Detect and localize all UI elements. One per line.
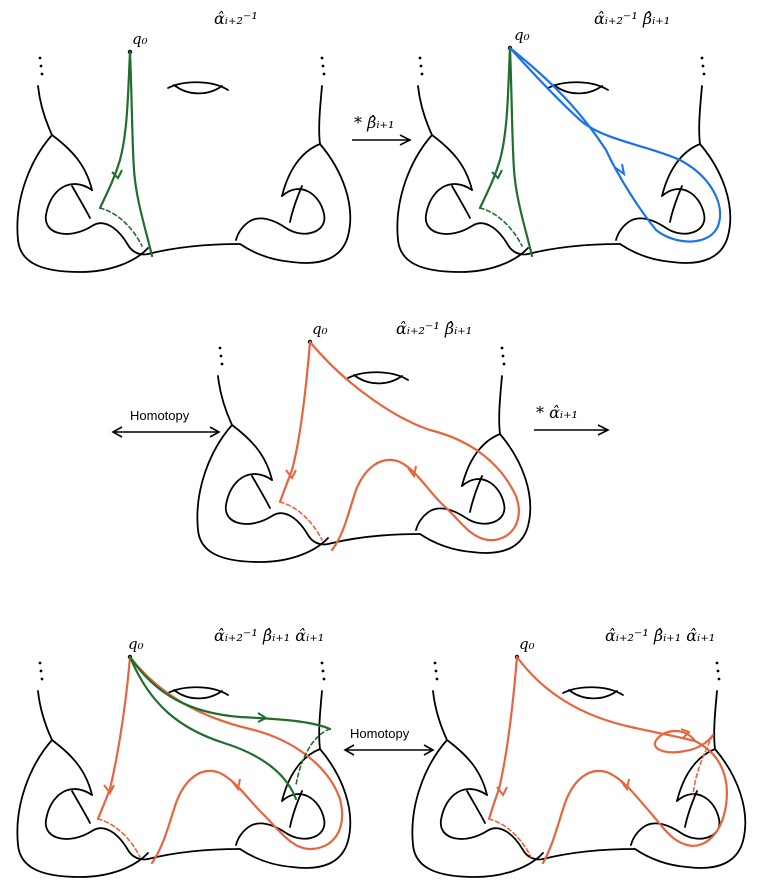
homotopy-label: Homotopy: [350, 726, 410, 741]
arrow-right-icon: [597, 424, 610, 436]
word-label: α̂ᵢ₊₂⁻¹ β̂ᵢ₊₁: [594, 9, 670, 28]
word-label: α̂ᵢ₊₂⁻¹ β̂ᵢ₊₁ α̂ᵢ₊₁: [605, 626, 715, 645]
orange-path-hidden: [97, 818, 141, 858]
orange-path-main: [515, 655, 728, 865]
homotopy-label: Homotopy: [130, 408, 190, 423]
arrowhead-icon: [491, 169, 503, 180]
panel-2: q₀ α̂ᵢ₊₂⁻¹ β̂ᵢ₊₁: [396, 9, 732, 273]
panel-3: q₀ α̂ᵢ₊₂⁻¹ β̂ᵢ₊₁: [196, 319, 532, 563]
orange-path-loop: [653, 729, 715, 754]
arrowhead-icon: [257, 712, 269, 723]
arrow-homotopy-bottom: Homotopy: [343, 726, 435, 756]
arrowhead-icon: [111, 169, 123, 180]
arrow-right-icon: [423, 744, 435, 756]
orange-path-hidden: [488, 818, 532, 858]
arrowhead-icon: [407, 465, 417, 479]
green-path-return: [128, 50, 154, 258]
blue-path: [508, 46, 722, 243]
arrowhead-icon: [496, 786, 508, 797]
green-path-hidden: [479, 207, 523, 247]
arrowhead-icon: [231, 778, 241, 792]
orange-path-hidden-top: [692, 734, 714, 796]
basepoint-label: q₀: [514, 26, 530, 44]
orange-path: [96, 655, 132, 821]
orange-path: [487, 655, 519, 821]
panel-5: q₀ α̂ᵢ₊₂⁻¹ β̂ᵢ₊₁ α̂ᵢ₊₁: [411, 626, 747, 878]
basepoint-label: q₀: [132, 30, 148, 48]
green-path-return: [128, 655, 298, 801]
orange-path-hidden: [279, 501, 323, 541]
arrow-star-beta-label: * β̂ᵢ₊₁: [354, 113, 394, 132]
orange-path-main: [128, 655, 344, 865]
green-path: [98, 50, 132, 210]
basepoint-label: q₀: [519, 635, 535, 653]
basepoint-label: q₀: [312, 320, 328, 338]
basepoint-label: q₀: [128, 635, 144, 653]
arrow-left-icon: [111, 426, 123, 438]
arrow-star-alpha: * α̂ᵢ₊₁: [534, 403, 610, 436]
arrow-right-icon: [209, 426, 221, 438]
word-label: α̂ᵢ₊₂⁻¹ β̂ᵢ₊₁ α̂ᵢ₊₁: [214, 626, 324, 645]
panel-4: q₀ α̂ᵢ₊₂⁻¹ β̂ᵢ₊₁ α̂ᵢ₊₁: [16, 626, 352, 878]
orange-path: [278, 340, 312, 504]
arrowhead-icon: [103, 784, 115, 795]
arrowhead-icon: [620, 778, 630, 792]
word-label: α̂ᵢ₊₂⁻¹ β̂ᵢ₊₁: [396, 319, 472, 338]
orange-path-main: [308, 340, 520, 552]
arrow-star-alpha-label: * α̂ᵢ₊₁: [536, 403, 578, 422]
arrow-homotopy-left: Homotopy: [111, 408, 221, 438]
arrow-right-icon: [399, 134, 412, 146]
arrow-star-beta: * β̂ᵢ₊₁: [352, 113, 412, 146]
arrowhead-icon: [680, 728, 691, 739]
word-label: α̂ᵢ₊₂⁻¹: [214, 9, 258, 28]
green-path: [128, 655, 332, 731]
arrowhead-icon: [285, 469, 297, 480]
panel-1: q₀ α̂ᵢ₊₂⁻¹: [16, 9, 352, 273]
green-path-hidden: [295, 728, 331, 786]
arrow-left-icon: [343, 744, 355, 756]
arrowhead-icon: [615, 163, 626, 177]
green-path: [478, 46, 512, 210]
green-path-hidden: [99, 207, 143, 247]
green-path-return: [508, 46, 534, 258]
